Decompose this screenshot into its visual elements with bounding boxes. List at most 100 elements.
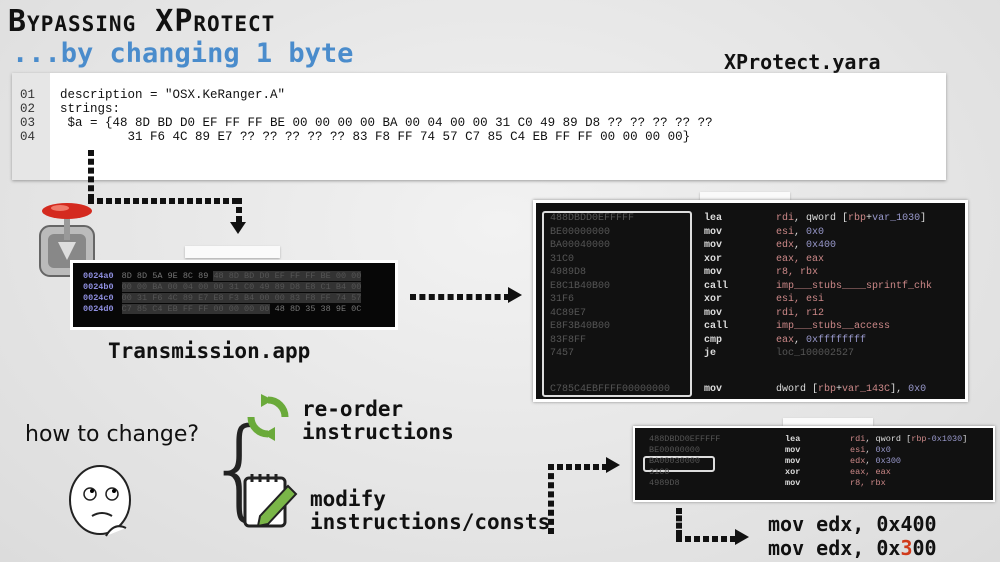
instruction-bytes: BA00030000 bbox=[649, 456, 701, 466]
operand-part: 0x0 bbox=[908, 383, 927, 395]
operand-part: + bbox=[866, 213, 873, 224]
operand-part: rdi bbox=[776, 213, 795, 224]
instruction-operands: loc_100002527 bbox=[776, 348, 854, 359]
hex-row: 0024b0 00 00 BA 00 04 00 00 31 C0 49 89 D… bbox=[83, 282, 385, 293]
instruction-operands: imp___stubs__access bbox=[776, 321, 890, 332]
instruction-operands: rdi, r12 bbox=[776, 308, 824, 319]
original-instruction: mov edx, 0x400 bbox=[768, 512, 937, 536]
hex-post: 48 8D 35 38 9E 0C bbox=[269, 304, 362, 314]
hex-sel: 00 31 F6 4C 89 E7 E8 F3 B4 00 00 83 F8 F… bbox=[121, 293, 362, 303]
result-code: mov edx, 0x400 mov edx, 0x300 bbox=[768, 512, 937, 560]
operand-part: rdi, r12 bbox=[776, 307, 825, 319]
instruction-operands: r8, rbx bbox=[850, 478, 886, 488]
operand-part: + bbox=[836, 383, 843, 395]
bytes-highlight bbox=[542, 211, 692, 397]
instruction-operands: esi, esi bbox=[776, 294, 824, 305]
operand-part: edx bbox=[776, 240, 795, 251]
instruction-operands: esi, 0x0 bbox=[776, 227, 824, 238]
instruction-operands: imp___stubs____sprintf_chk bbox=[776, 281, 932, 292]
instruction-bytes: 4989D8 bbox=[649, 478, 680, 488]
option-modify: modify instructions/consts bbox=[310, 488, 550, 534]
operand-part: var_143C bbox=[842, 383, 891, 395]
operand-part: ] bbox=[962, 434, 968, 444]
yara-filename: XProtect.yara bbox=[724, 50, 881, 74]
instruction-bytes: 31C0 bbox=[550, 253, 575, 265]
operand-part: var_1030 bbox=[872, 213, 921, 224]
operand-part: , bbox=[865, 445, 876, 455]
changed-byte-highlight bbox=[643, 456, 715, 472]
slide-title: Bypassing XProtect bbox=[8, 4, 276, 39]
line-number: 04 bbox=[20, 130, 36, 144]
patched-prefix: mov edx, 0x bbox=[768, 536, 901, 560]
operand-part: , bbox=[865, 456, 876, 466]
line-number: 03 bbox=[20, 116, 36, 130]
instruction-bytes: BA00040000 bbox=[550, 240, 611, 251]
operand-part: eax, eax bbox=[850, 467, 891, 477]
instruction-operands: rdi, qword [rbp-0x1030] bbox=[850, 434, 967, 444]
refresh-icon bbox=[247, 394, 289, 441]
changed-digit: 3 bbox=[900, 536, 913, 560]
operand-part: -0x1030 bbox=[926, 434, 963, 444]
instruction-operands: dword [rbp+var_143C], 0x0 bbox=[776, 384, 926, 395]
instruction-opcode: je bbox=[704, 348, 717, 359]
instruction-bytes: BE00000000 bbox=[649, 445, 701, 455]
dashed-connector bbox=[676, 536, 736, 542]
instruction-bytes: 488DBDD0EFFFFF bbox=[649, 434, 721, 444]
operand-part: rdi bbox=[850, 434, 866, 444]
operand-part: 0x0 bbox=[806, 226, 825, 238]
option-line: re-order bbox=[302, 397, 404, 421]
hex-sel: 48 8D BD D0 EF FF FF BE 00 00 bbox=[213, 271, 362, 281]
operand-part: ] bbox=[920, 213, 927, 224]
instruction-bytes: 4989D8 bbox=[550, 267, 587, 278]
hex-addr: 0024a0 bbox=[83, 271, 114, 281]
instruction-operands: eax, eax bbox=[850, 467, 891, 477]
instruction-opcode: mov bbox=[704, 383, 723, 395]
dashed-connector bbox=[88, 150, 94, 200]
hex-addr: 0024b0 bbox=[83, 282, 114, 292]
yara-rule-box: 01 02 03 04 description = "OSX.KeRanger.… bbox=[12, 73, 946, 180]
option-line: instructions/consts bbox=[310, 510, 551, 534]
instruction-opcode: lea bbox=[704, 213, 723, 224]
hex-sel: 00 00 BA 00 04 00 00 31 C0 49 89 D8 E8 C… bbox=[121, 282, 362, 292]
operand-part: , bbox=[794, 226, 807, 238]
instruction-operands: eax, eax bbox=[776, 254, 824, 265]
dashed-connector bbox=[236, 198, 242, 222]
instruction-bytes: 4C89E7 bbox=[550, 307, 587, 319]
arrow-head-icon bbox=[230, 222, 246, 234]
operand-part: , qword [ bbox=[865, 434, 912, 444]
thinking-face-icon bbox=[69, 465, 131, 537]
line-numbers: 01 02 03 04 bbox=[12, 73, 50, 180]
how-to-change-label: how to change? bbox=[25, 422, 200, 447]
transmission-label: Transmission.app bbox=[108, 339, 311, 363]
instruction-bytes: 31C0 bbox=[649, 467, 670, 477]
dashed-connector bbox=[410, 294, 510, 300]
instruction-bytes: BE00000000 bbox=[550, 226, 611, 238]
hex-sel: C7 85 C4 EB FF FF 00 00 00 00 bbox=[121, 304, 270, 314]
instruction-opcode: xor bbox=[785, 467, 801, 477]
patched-suffix: 00 bbox=[912, 536, 937, 560]
operand-part: esi, esi bbox=[776, 294, 825, 305]
instruction-opcode: call bbox=[704, 280, 729, 292]
instruction-bytes: E8C1B40B00 bbox=[550, 280, 611, 292]
operand-part: edx bbox=[850, 456, 866, 466]
instruction-bytes: 83F8FF bbox=[550, 334, 587, 346]
operand-part: , qword [ bbox=[794, 213, 849, 224]
option-line: modify bbox=[310, 487, 386, 511]
hex-addr: 0024d0 bbox=[83, 304, 114, 314]
operand-part: 0x0 bbox=[875, 445, 891, 455]
instruction-opcode: xor bbox=[704, 294, 723, 305]
patched-disassembly-view: 488DBDD0EFFFFF lea rdi, qword [rbp-0x1030]… bbox=[633, 426, 995, 502]
instruction-opcode: mov bbox=[785, 456, 801, 466]
instruction-opcode: mov bbox=[704, 226, 723, 238]
operand-part: dword [ bbox=[776, 383, 819, 395]
code-line: 31 F6 4C 89 E7 ?? ?? ?? ?? ?? 83 F8 FF 7… bbox=[60, 130, 691, 144]
instruction-opcode: lea bbox=[785, 434, 801, 444]
instruction-bytes: 488DBDD0EFFFFF bbox=[550, 213, 635, 224]
operand-part: 0xffffffff bbox=[806, 334, 867, 346]
operand-part: 0x300 bbox=[875, 456, 902, 466]
instruction-opcode: mov bbox=[785, 445, 801, 455]
tape-decoration bbox=[185, 246, 280, 258]
option-reorder: re-order instructions bbox=[302, 398, 454, 444]
